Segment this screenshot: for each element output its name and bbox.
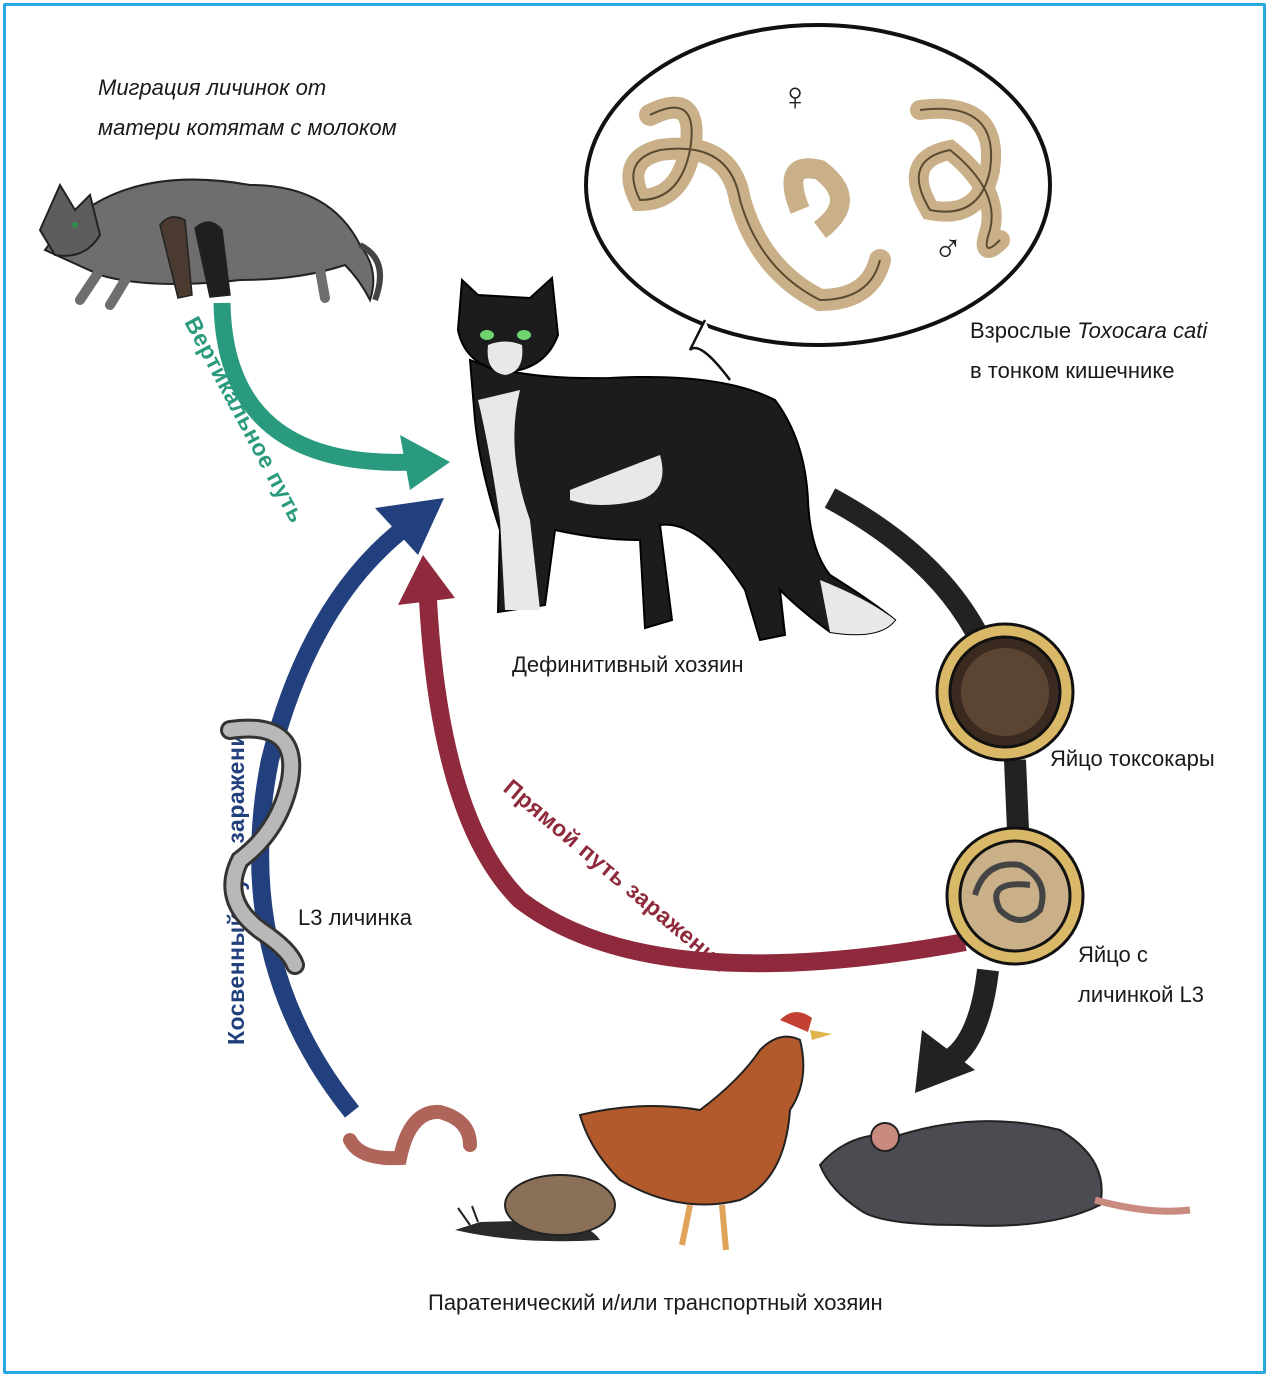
diagram-frame xyxy=(3,3,1266,1374)
chicken-icon xyxy=(578,1011,832,1251)
indirect-path-arrow xyxy=(251,498,444,1118)
adult-worms-label-line2: в тонком кишечнике xyxy=(970,358,1174,383)
earthworm-icon xyxy=(343,1104,477,1166)
l3-larva-icon xyxy=(220,718,305,975)
adult-worms-label-line1: Взрослые Toxocara cati xyxy=(970,318,1208,343)
rat-icon xyxy=(818,1120,1191,1227)
egg-label: Яйцо токсокары xyxy=(1050,746,1215,771)
adult-cat-icon xyxy=(456,275,897,642)
egg-larva-label-line1: Яйцо с xyxy=(1078,942,1148,967)
definitive-host-label: Дефинитивный хозяин xyxy=(512,652,744,677)
snail-icon xyxy=(455,1174,616,1242)
migration-label-line2: матери котятам с молоком xyxy=(98,115,397,140)
vertical-path-arrow xyxy=(213,302,450,490)
paratenic-host-label: Паратенический и/или транспортный хозяин xyxy=(428,1290,883,1315)
nursing-cat-icon xyxy=(38,178,383,310)
worms-icon xyxy=(584,23,1052,381)
female-symbol: ♀ xyxy=(780,75,810,119)
cycle-arrow xyxy=(824,488,1029,1070)
cycle-arrowhead xyxy=(915,1030,975,1093)
vertical-path-label: Вертикальное путь xyxy=(180,312,311,527)
egg-larva-label-line2: личинкой L3 xyxy=(1078,982,1204,1007)
migration-label-line1: Миграция личинок от xyxy=(98,75,326,100)
egg-icon xyxy=(935,622,1075,762)
direct-path-arrow xyxy=(398,555,967,973)
male-symbol: ♂ xyxy=(933,227,963,271)
l3-larva-label: L3 личинка xyxy=(298,905,413,930)
egg-with-larva-icon xyxy=(945,826,1085,966)
